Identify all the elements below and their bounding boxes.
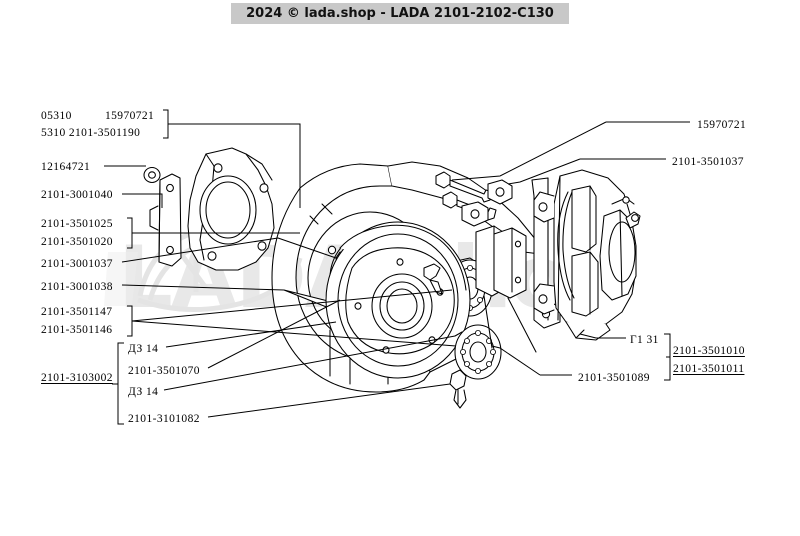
label-dz14-a: ДЗ 14 — [128, 343, 159, 355]
part-brake-hose — [557, 191, 575, 301]
part-steering-knuckle — [187, 147, 275, 271]
label-dz14-b: ДЗ 14 — [128, 386, 159, 398]
label-2101-3501010: 2101-3501010 — [673, 345, 745, 357]
label-2101-3501025: 2101-3501025 — [41, 218, 113, 230]
part-split-pin — [449, 369, 467, 409]
label-g1-31: Г1 31 — [630, 334, 659, 346]
label-2101-3501070: 2101-3501070 — [128, 365, 200, 377]
part-brake-pads — [475, 225, 537, 353]
label-15970721-left: 15970721 — [105, 110, 155, 122]
label-2101-3501146: 2101-3501146 — [41, 324, 113, 336]
part-nut — [143, 166, 161, 184]
label-05310: 05310 — [41, 110, 72, 122]
label-2101-3501089: 2101-3501089 — [578, 372, 650, 384]
part-lock-washers — [461, 179, 513, 227]
label-2101-3501190: 5310 2101-3501190 — [41, 127, 141, 139]
label-2101-3001040: 2101-3001040 — [41, 189, 113, 201]
part-brake-disc — [325, 221, 471, 379]
part-wheel-bearing-inner — [454, 324, 502, 380]
part-brake-caliper — [533, 169, 641, 341]
label-2101-3101082: 2101-3101082 — [128, 413, 200, 425]
label-2101-3501011: 2101-3501011 — [673, 363, 745, 375]
label-2101-3103002: 2101-3103002 — [41, 372, 113, 384]
label-2101-3001037: 2101-3001037 — [41, 258, 113, 270]
label-2101-3501147: 2101-3501147 — [41, 306, 113, 318]
label-12164721: 12164721 — [41, 161, 91, 173]
page-title: 2024 © lada.shop - LADA 2101-2102-C130 — [246, 6, 554, 21]
label-2101-3501037-right: 2101-3501037 — [672, 156, 744, 168]
page-header: 2024 © lada.shop - LADA 2101-2102-C130 — [231, 3, 569, 24]
label-15970721-right: 15970721 — [697, 119, 747, 131]
label-2101-3001038: 2101-3001038 — [41, 281, 113, 293]
label-2101-3501020: 2101-3501020 — [41, 236, 113, 248]
